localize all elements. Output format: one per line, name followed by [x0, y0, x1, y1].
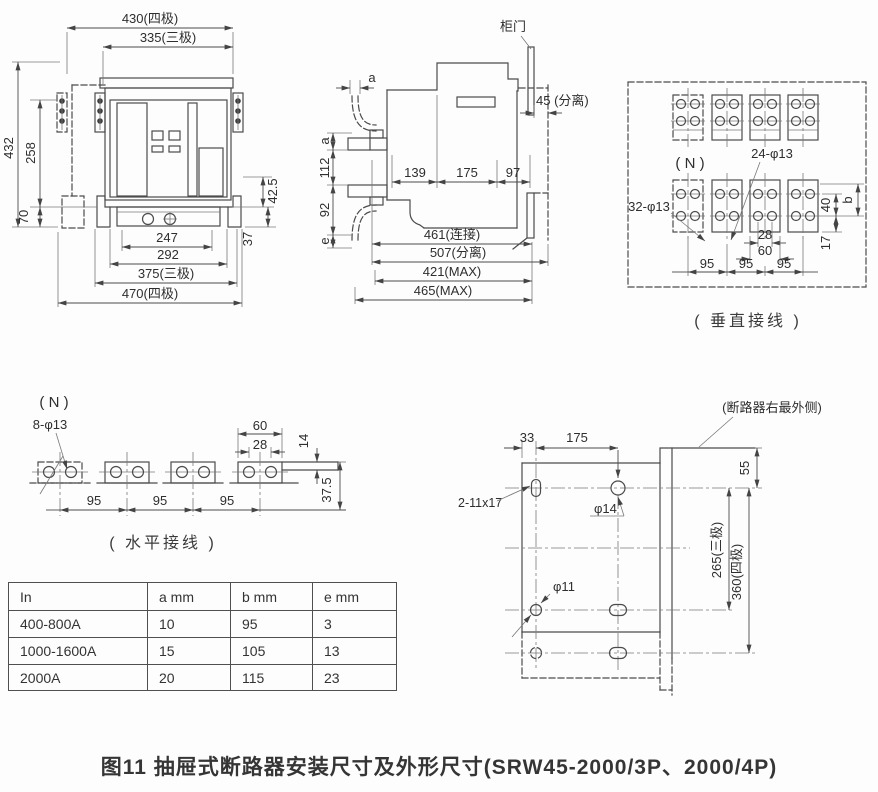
dim-17-label: 17 [818, 236, 833, 250]
side-view: 柜门 a 45 (分离) a 112 92 e 139 [317, 19, 589, 304]
table-row: 400-800A 10 95 3 [8, 610, 397, 638]
table-cell: 105 [230, 637, 313, 665]
dim-55-label: 55 [737, 461, 752, 475]
figure-caption: 图11 抽屉式断路器安装尺寸及外形尺寸(SRW45-2000/3P、2000/4… [100, 756, 778, 779]
vertical-terminal-pads-upper [671, 88, 820, 147]
dim-95b-vertical-label: 95 [739, 256, 753, 271]
hole-phi11-label: φ11 [553, 579, 575, 594]
dim-95c-vertical-label: 95 [777, 256, 791, 271]
holes-32-phi13-label: 32-φ13 [628, 199, 670, 214]
table-cell: 20 [147, 664, 231, 691]
dim-112-label: 112 [317, 158, 332, 179]
dim-292-label: 292 [157, 247, 179, 262]
table-header-cell: In [8, 582, 148, 611]
horizontal-wiring-caption: ( 水平接线 ) [109, 534, 217, 552]
table-cell: 95 [230, 610, 313, 638]
table-cell: 3 [312, 610, 397, 638]
neutral-pole-label-vertical: ( N ) [675, 155, 704, 172]
dim-37-label: 37 [240, 232, 255, 246]
dim-37-5-label: 37.5 [319, 477, 334, 502]
dim-14-label: 14 [296, 434, 311, 448]
dim-507-label: 507(分离) [430, 245, 486, 260]
dim-265-label: 265(三极) [709, 522, 724, 578]
horizontal-wiring-view: ( N ) 8-φ13 60 28 14 37.5 95 95 95 ( 水平接… [29, 394, 346, 552]
hole-phi14-label: φ14 [594, 501, 617, 516]
table-row: 2000A 20 115 23 [8, 664, 397, 691]
dim-421-label: 421(MAX) [423, 264, 482, 279]
dim-45-separated-label: 45 (分离) [536, 93, 589, 108]
dim-470-label: 470(四极) [122, 286, 178, 301]
dim-258-label: 258 [23, 142, 38, 164]
dim-95c-horizontal-label: 95 [220, 493, 234, 508]
front-view: 430(四极) 335(三极) 432 258 70 42.5 37 24 [1, 11, 280, 307]
dim-465-label: 465(MAX) [414, 283, 473, 298]
dim-60-vertical-label: 60 [758, 243, 772, 258]
table-cell: 115 [230, 664, 313, 691]
dim-375-label: 375(三极) [138, 266, 194, 281]
dim-42-5-label: 42.5 [265, 178, 280, 203]
vertical-wiring-caption: ( 垂直接线 ) [694, 312, 802, 330]
vertical-wiring-view: ( N ) 24-φ13 32-φ13 28 60 95 95 95 [627, 81, 867, 330]
dim-28-vertical-label: 28 [758, 227, 772, 242]
dim-175-drill-label: 175 [566, 430, 588, 445]
dimension-table: In a mm b mm e mm 400-800A 10 95 3 1000-… [8, 582, 397, 691]
table-cell: 1000-1600A [8, 637, 148, 665]
table-header-cell: b mm [230, 582, 313, 611]
table-cell: 13 [312, 637, 397, 665]
holes-8-phi13-label: 8-φ13 [33, 417, 67, 432]
breaker-rightmost-note: (断路器右最外侧) [722, 400, 822, 415]
dim-461-label: 461(连接) [424, 227, 480, 242]
table-row: 1000-1600A 15 105 13 [8, 637, 397, 665]
dim-b-label: b [840, 196, 855, 203]
slot-2-11x17-label: 2-11x17 [458, 496, 502, 510]
dim-95a-vertical-label: 95 [700, 256, 714, 271]
cabinet-door-label: 柜门 [500, 19, 526, 34]
vertical-terminal-pads-lower [671, 173, 820, 240]
dim-247-label: 247 [156, 230, 178, 245]
holes-24-phi13-label: 24-φ13 [751, 146, 793, 161]
dim-28-horizontal-label: 28 [253, 437, 267, 452]
dim-40-label: 40 [818, 198, 833, 212]
dim-a-left-label: a [317, 137, 332, 145]
dim-a-top-label: a [368, 70, 376, 85]
dim-33-label: 33 [520, 430, 534, 445]
table-header-row: In a mm b mm e mm [8, 582, 397, 611]
table-cell: 400-800A [8, 610, 148, 638]
dim-175-label: 175 [456, 165, 478, 180]
dim-70-label: 70 [16, 210, 31, 224]
dim-432-label: 432 [1, 137, 16, 159]
drilling-plan-view: 33 175 2-11x17 φ14 φ11 (断路器右最外侧) 55 265(… [458, 400, 822, 696]
dim-95b-horizontal-label: 95 [153, 493, 167, 508]
dim-e-label: e [317, 237, 332, 244]
table-header-cell: a mm [147, 582, 231, 611]
dim-97-label: 97 [506, 165, 520, 180]
dim-139-label: 139 [404, 165, 426, 180]
dim-335-label: 335(三极) [140, 30, 196, 45]
table-cell: 2000A [8, 664, 148, 691]
dim-60-horizontal-label: 60 [253, 418, 267, 433]
neutral-pole-label-horizontal: ( N ) [39, 394, 68, 411]
dim-360-label: 360(四极) [729, 544, 744, 600]
table-header-cell: e mm [312, 582, 397, 611]
table-cell: 15 [147, 637, 231, 665]
table-cell: 23 [312, 664, 397, 691]
dim-430-label: 430(四极) [122, 11, 178, 26]
table-cell: 10 [147, 610, 231, 638]
dim-95a-horizontal-label: 95 [87, 493, 101, 508]
dim-92-label: 92 [317, 203, 332, 217]
